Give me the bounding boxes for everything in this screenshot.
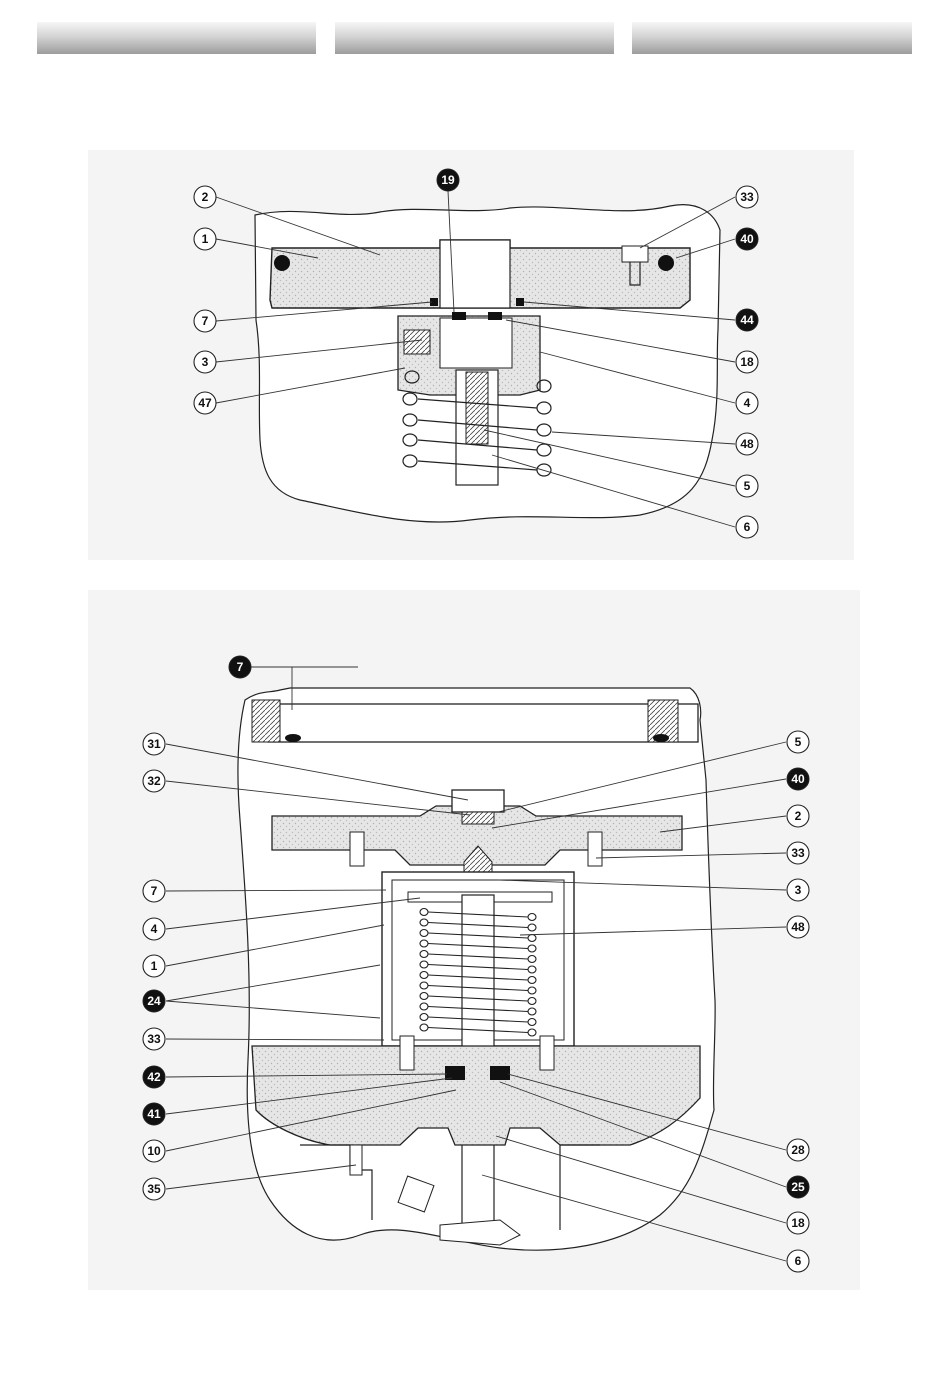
callout-label: 3	[202, 355, 209, 369]
callout-6: 6	[736, 516, 758, 538]
handwheel-knob-right	[658, 255, 674, 271]
callout-25: 25	[787, 1176, 809, 1198]
callout-35: 35	[143, 1178, 165, 1200]
bonnet-lower	[252, 1046, 700, 1145]
callout-label: 4	[744, 396, 751, 410]
callout-24: 24	[143, 990, 165, 1012]
callout-label: 7	[202, 314, 209, 328]
callout-label: 31	[147, 737, 161, 751]
top-cap	[268, 704, 698, 742]
callout-label: 10	[147, 1144, 161, 1158]
callout-1: 1	[194, 228, 216, 250]
callout-label: 2	[202, 190, 209, 204]
callout-label: 6	[744, 520, 751, 534]
callout-label: 33	[147, 1032, 161, 1046]
handwheel-knob-left	[274, 255, 290, 271]
callout-label: 48	[791, 920, 805, 934]
callout-label: 40	[740, 232, 754, 246]
callout-2: 2	[787, 805, 809, 827]
callout-3: 3	[194, 351, 216, 373]
callout-label: 3	[795, 883, 802, 897]
callout-label: 18	[791, 1216, 805, 1230]
callout-42: 42	[143, 1066, 165, 1088]
set-screw	[622, 246, 648, 262]
callout-10: 10	[143, 1140, 165, 1162]
callout-33: 33	[736, 186, 758, 208]
callout-1: 1	[143, 955, 165, 977]
callout-label: 35	[147, 1182, 161, 1196]
callout-19: 19	[437, 169, 459, 191]
figure1-diagram: 2 1 7 3 47 19 33 40 44 18 4 48 5 6	[88, 150, 854, 560]
callout-47: 47	[194, 392, 216, 414]
callout-5: 5	[736, 475, 758, 497]
callout-label: 18	[740, 355, 754, 369]
bonnet-cavity	[440, 318, 512, 368]
callout-32: 32	[143, 770, 165, 792]
callout-31: 31	[143, 733, 165, 755]
callout-label: 33	[740, 190, 754, 204]
callout-7: 7	[229, 656, 251, 678]
guide-insert	[404, 330, 430, 354]
callout-label: 47	[198, 396, 212, 410]
callout-label: 1	[151, 959, 158, 973]
callout-40: 40	[787, 768, 809, 790]
callout-7: 7	[143, 880, 165, 902]
callout-3: 3	[787, 879, 809, 901]
callout-28: 28	[787, 1139, 809, 1161]
callout-label: 33	[791, 846, 805, 860]
callout-48: 48	[787, 916, 809, 938]
callout-label: 40	[791, 772, 805, 786]
callout-label: 44	[740, 313, 754, 327]
callout-label: 2	[795, 809, 802, 823]
callout-44: 44	[736, 309, 758, 331]
callout-6: 6	[787, 1250, 809, 1272]
callout-label: 28	[791, 1143, 805, 1157]
callout-label: 4	[151, 922, 158, 936]
callout-7: 7	[194, 310, 216, 332]
callout-label: 25	[791, 1180, 805, 1194]
callout-33: 33	[787, 842, 809, 864]
stem-nut	[452, 790, 504, 812]
callout-2: 2	[194, 186, 216, 208]
callout-label: 5	[795, 735, 802, 749]
callout-5: 5	[787, 731, 809, 753]
callout-18: 18	[787, 1212, 809, 1234]
callout-33: 33	[143, 1028, 165, 1050]
callout-label: 19	[441, 173, 455, 187]
callout-48: 48	[736, 433, 758, 455]
callout-40: 40	[736, 228, 758, 250]
callout-label: 7	[151, 884, 158, 898]
callout-label: 41	[147, 1107, 161, 1121]
callout-41: 41	[143, 1103, 165, 1125]
stem-thread	[466, 372, 488, 444]
callout-18: 18	[736, 351, 758, 373]
callout-4: 4	[736, 392, 758, 414]
callout-4: 4	[143, 918, 165, 940]
callout-label: 42	[147, 1070, 161, 1084]
callout-label: 5	[744, 479, 751, 493]
callout-label: 48	[740, 437, 754, 451]
callout-label: 1	[202, 232, 209, 246]
callout-label: 7	[237, 660, 244, 674]
callout-label: 24	[147, 994, 161, 1008]
callout-label: 6	[795, 1254, 802, 1268]
callout-label: 32	[147, 774, 161, 788]
